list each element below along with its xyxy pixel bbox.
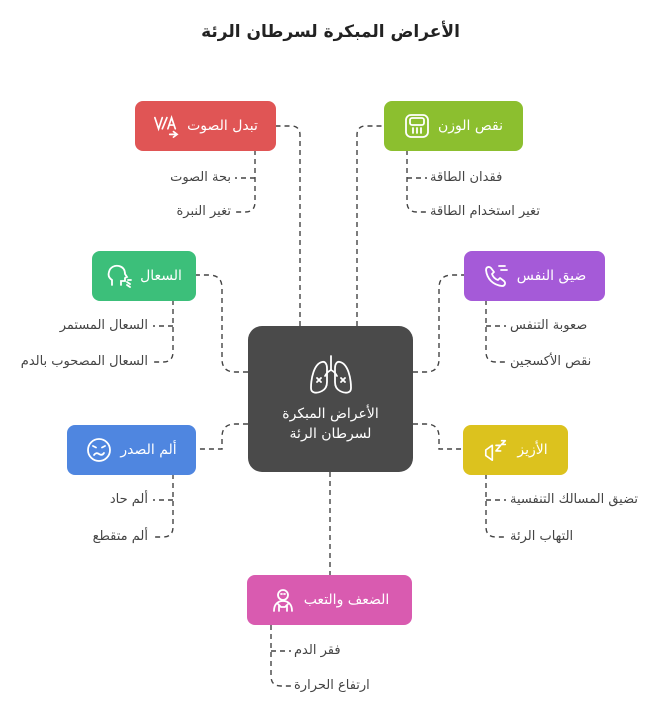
scale-icon — [404, 113, 430, 139]
diagram-title: الأعراض المبكرة لسرطان الرئة — [201, 22, 460, 42]
node-chest-pain: ألم الصدر — [67, 425, 196, 475]
node-voice-change: تبدل الصوت — [135, 101, 276, 151]
cough-item-1: السعال المستمر — [59, 318, 148, 333]
breath-icon — [483, 263, 509, 289]
weight-item-1: فقدان الطاقة — [430, 170, 503, 185]
node-label-fatigue: الضعف والتعب — [303, 592, 390, 608]
node-wheezing: الأزيز — [463, 425, 568, 475]
node-weakness-fatigue: الضعف والتعب — [247, 575, 412, 625]
lungs-icon — [309, 355, 352, 394]
voice-change-icon — [153, 113, 179, 139]
fatigue-item-1: فقر الدم — [294, 643, 341, 658]
node-label-voice: تبدل الصوت — [187, 118, 258, 134]
voice-item-2: تغير النبرة — [176, 204, 231, 219]
wheeze-item-1: تضيق المسالك التنفسية — [510, 492, 638, 507]
breath-item-1: صعوبة التنفس — [510, 318, 588, 333]
fatigue-item-2: ارتفاع الحرارة — [294, 678, 370, 693]
breath-item-2: نقص الأكسجين — [510, 354, 592, 369]
center-topic-node: الأعراض المبكرة لسرطان الرئة — [248, 326, 413, 472]
voice-item-1: بحة الصوت — [170, 170, 231, 185]
center-title-line2: لسرطان الرئة — [289, 426, 372, 442]
node-label-breath: ضيق النفس — [516, 268, 587, 284]
node-label-chest: ألم الصدر — [120, 442, 177, 458]
node-cough: السعال — [92, 251, 196, 301]
wheeze-item-2: التهاب الرئة — [510, 529, 574, 544]
node-label-weight: نقص الوزن — [438, 118, 504, 134]
pain-face-icon — [86, 437, 112, 463]
weight-item-2: تغير استخدام الطاقة — [430, 204, 540, 219]
chest-item-1: ألم حاد — [109, 492, 148, 507]
tired-person-icon — [270, 587, 296, 613]
wheeze-icon — [483, 437, 509, 463]
node-label-cough: السعال — [140, 268, 182, 284]
node-weight-loss: نقص الوزن — [384, 101, 523, 151]
node-label-wheeze: الأزيز — [517, 442, 548, 458]
chest-item-2: ألم متقطع — [92, 529, 148, 544]
cough-icon — [106, 263, 132, 289]
center-title-line1: الأعراض المبكرة — [282, 406, 379, 422]
cough-item-2: السعال المصحوب بالدم — [20, 354, 148, 369]
node-shortness-of-breath: ضيق النفس — [464, 251, 605, 301]
